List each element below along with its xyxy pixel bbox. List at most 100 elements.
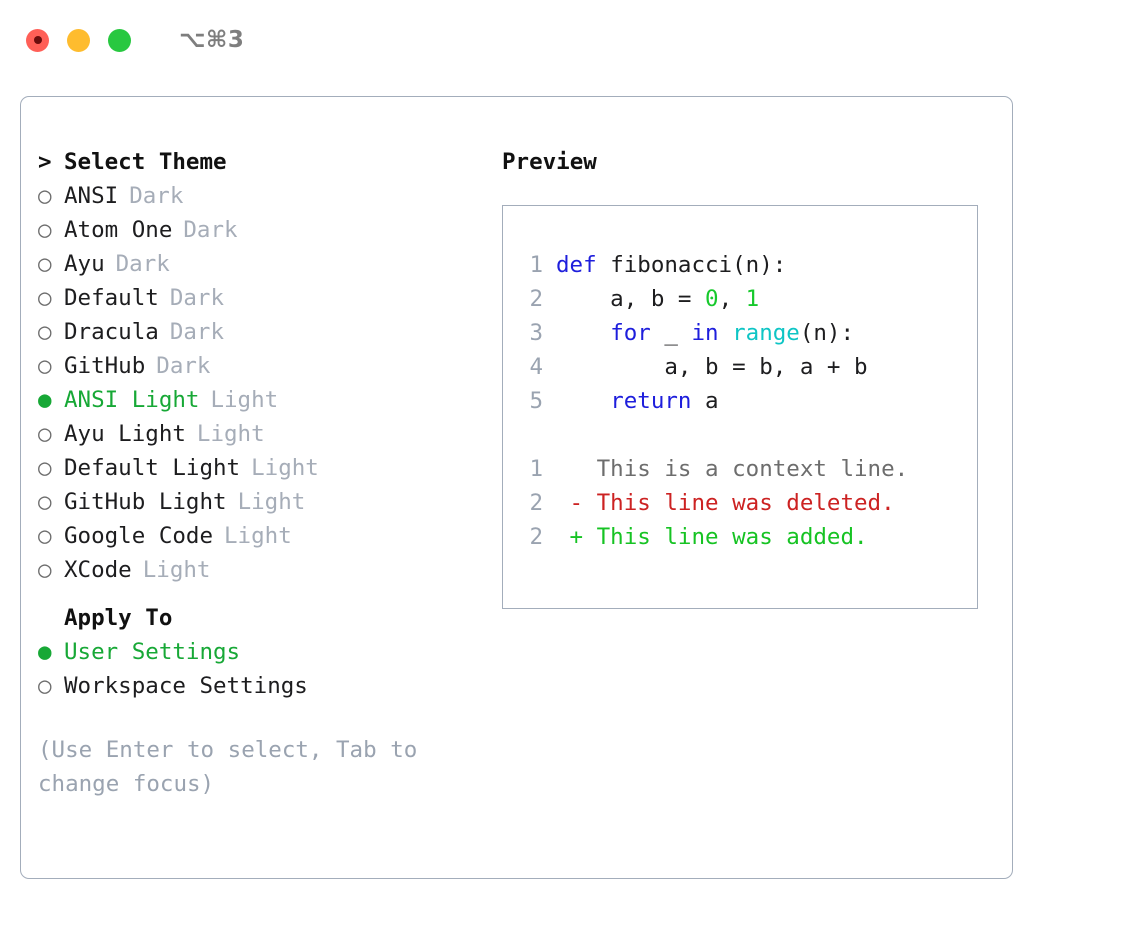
code-token-kw: in bbox=[691, 320, 719, 346]
theme-option-xcode[interactable]: ○ XCode Light bbox=[38, 553, 478, 587]
code-token-plain: a bbox=[691, 388, 719, 414]
code-line: 3 for _ in range(n): bbox=[517, 316, 971, 350]
code-line-text: a, b = 0, 1 bbox=[556, 282, 759, 316]
theme-option-label: XCode bbox=[64, 557, 132, 583]
select-theme-label: Select Theme bbox=[64, 149, 227, 175]
theme-option-ansi[interactable]: ○ ANSI Dark bbox=[38, 179, 478, 213]
theme-option-default[interactable]: ○ Default Dark bbox=[38, 281, 478, 315]
code-line-text: return a bbox=[556, 384, 719, 418]
code-token-plain: (n): bbox=[799, 320, 855, 346]
code-line: 5 return a bbox=[517, 384, 971, 418]
code-line-number: 5 bbox=[529, 388, 543, 414]
radio-unselected-icon: ○ bbox=[38, 319, 52, 345]
maximize-button[interactable] bbox=[108, 28, 131, 52]
theme-option-variant: Light bbox=[224, 523, 292, 549]
code-token-plain bbox=[556, 320, 610, 346]
code-token-fn: range bbox=[732, 320, 800, 346]
code-line-number: 1 bbox=[529, 252, 543, 278]
theme-option-label: Ayu bbox=[64, 251, 105, 277]
theme-option-variant: Dark bbox=[183, 217, 238, 243]
radio-unselected-icon: ○ bbox=[38, 217, 52, 243]
theme-option-variant: Light bbox=[237, 489, 306, 515]
keyboard-shortcut-label: ⌥⌘3 bbox=[179, 27, 245, 53]
code-token-plain bbox=[556, 388, 610, 414]
radio-unselected-icon: ○ bbox=[38, 183, 52, 209]
theme-option-label: Ayu Light bbox=[64, 421, 186, 447]
theme-option-label: ANSI bbox=[64, 183, 119, 209]
code-token-plain: a, b = bbox=[556, 286, 706, 312]
code-line-number: 2 bbox=[529, 286, 543, 312]
theme-option-github-light[interactable]: ○ GitHub Light Light bbox=[38, 485, 478, 519]
theme-option-label: GitHub bbox=[64, 353, 146, 379]
code-line-number: 3 bbox=[529, 320, 543, 346]
code-line: 1 def fibonacci(n): bbox=[517, 248, 971, 282]
apply-to-option-label: Workspace Settings bbox=[64, 673, 308, 699]
code-line: 4 a, b = b, a + b bbox=[517, 350, 971, 384]
radio-unselected-icon: ○ bbox=[38, 285, 52, 311]
code-token-plain bbox=[719, 320, 733, 346]
traffic-lights bbox=[26, 28, 131, 52]
title-bar: ⌥⌘3 bbox=[0, 0, 1140, 80]
theme-option-variant: Dark bbox=[156, 353, 211, 379]
theme-option-ayu[interactable]: ○ Ayu Dark bbox=[38, 247, 478, 281]
diff-line: 2 - This line was deleted. bbox=[517, 486, 971, 520]
radio-unselected-icon: ○ bbox=[38, 251, 52, 277]
radio-unselected-icon: ○ bbox=[38, 523, 52, 549]
theme-option-variant: Dark bbox=[169, 319, 225, 345]
close-button[interactable] bbox=[26, 28, 49, 52]
diff-sample: 1 This is a context line.2 - This line w… bbox=[517, 452, 971, 554]
theme-option-variant: Dark bbox=[169, 285, 225, 311]
code-token-kw: return bbox=[610, 388, 692, 414]
radio-selected-icon: ● bbox=[38, 639, 52, 665]
apply-to-option-user-settings[interactable]: ● User Settings bbox=[38, 635, 478, 669]
diff-line-number: 2 bbox=[529, 524, 543, 550]
code-line-text: def fibonacci(n): bbox=[556, 248, 786, 282]
diff-line-text-add: + This line was added. bbox=[556, 524, 868, 550]
apply-to-option-workspace-settings[interactable]: ○ Workspace Settings bbox=[38, 669, 478, 703]
theme-option-label: Atom One bbox=[64, 217, 173, 243]
radio-unselected-icon: ○ bbox=[38, 489, 52, 515]
theme-option-variant: Dark bbox=[129, 183, 184, 209]
code-token-kw: def bbox=[556, 252, 611, 278]
code-token-plain: , bbox=[718, 286, 746, 312]
select-theme-heading: > Select Theme bbox=[38, 145, 478, 179]
code-line-text: a, b = b, a + b bbox=[556, 350, 868, 384]
code-line-number: 4 bbox=[529, 354, 543, 380]
theme-option-variant: Dark bbox=[115, 251, 170, 277]
diff-line: 2 + This line was added. bbox=[517, 520, 971, 554]
code-diff-spacer bbox=[517, 418, 971, 452]
code-token-plain: fibonacci(n): bbox=[610, 252, 787, 278]
theme-option-label: Default Light bbox=[64, 455, 241, 481]
theme-option-label: Dracula bbox=[64, 319, 159, 345]
radio-unselected-icon: ○ bbox=[38, 421, 52, 447]
apply-to-option-label: User Settings bbox=[64, 639, 241, 665]
code-token-num: 1 bbox=[745, 286, 760, 312]
theme-option-label: GitHub Light bbox=[64, 489, 227, 515]
theme-option-atom-one[interactable]: ○ Atom One Dark bbox=[38, 213, 478, 247]
preview-title: Preview bbox=[502, 149, 597, 175]
apply-to-list: ● User Settings ○ Workspace Settings bbox=[38, 635, 478, 703]
theme-option-dracula[interactable]: ○ Dracula Dark bbox=[38, 315, 478, 349]
code-token-plain: a, b = b, a + b bbox=[556, 354, 868, 380]
radio-unselected-icon: ○ bbox=[38, 673, 52, 699]
minimize-button[interactable] bbox=[67, 28, 90, 52]
code-token-num: 0 bbox=[705, 286, 719, 312]
code-token-kw: for bbox=[610, 320, 651, 346]
theme-option-label: Default bbox=[64, 285, 159, 311]
theme-option-label: ANSI Light bbox=[64, 387, 200, 413]
theme-option-variant: Light bbox=[142, 557, 211, 583]
code-line: 2 a, b = 0, 1 bbox=[517, 282, 971, 316]
radio-unselected-icon: ○ bbox=[38, 557, 52, 583]
